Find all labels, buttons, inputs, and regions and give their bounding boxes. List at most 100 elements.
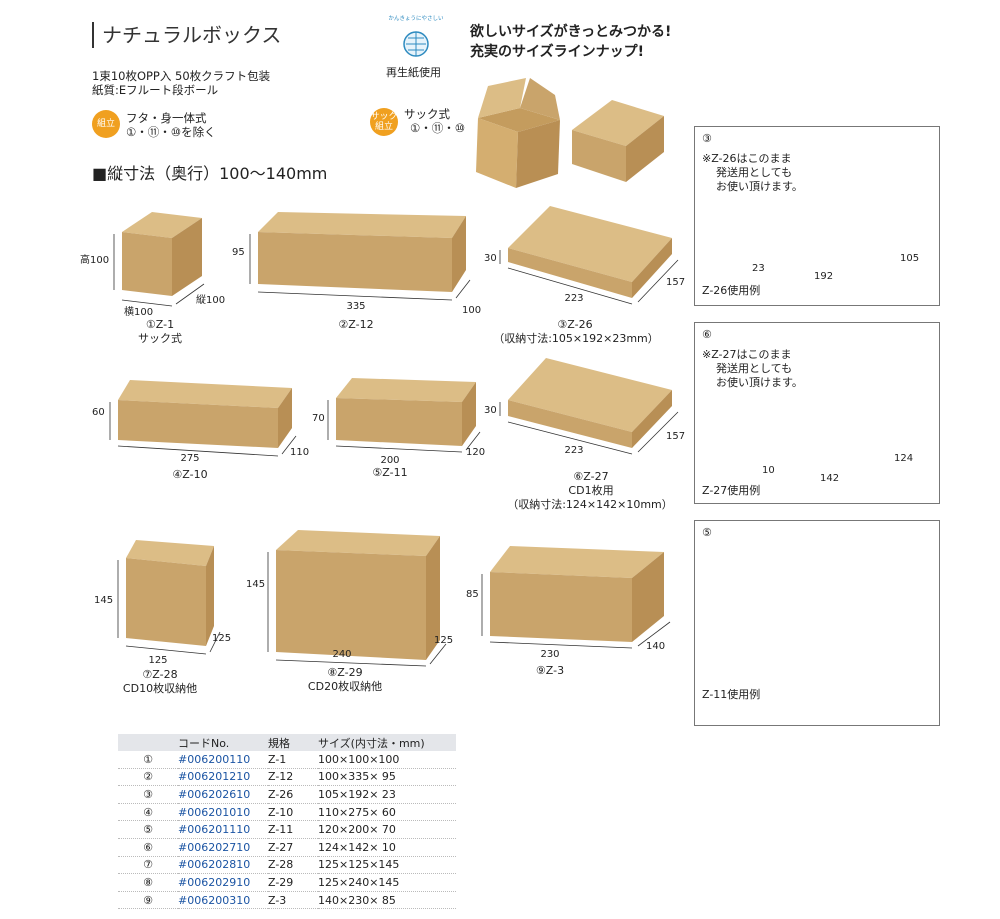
row-num: ⑥ [118, 838, 178, 857]
z27-sub2: （収納寸法:124×142×10mm） [507, 498, 673, 511]
row-standard: Z-28 [268, 856, 318, 875]
row-num: ③ [118, 785, 178, 804]
panel1-caption: Z-26使用例 [702, 284, 761, 297]
row-num: ⑧ [118, 873, 178, 892]
eco-globe-icon [394, 20, 438, 64]
headline-1: 欲しいサイズがきっとみつかる! [470, 24, 672, 40]
z29-depth: 125 [434, 635, 454, 646]
row-num: ⑤ [118, 820, 178, 839]
z27-usage-panel [694, 322, 940, 504]
panel1-d: 105 [900, 253, 920, 264]
z1-width: 横100 [124, 307, 154, 318]
z10-name: ④Z-10 [172, 468, 208, 481]
z3-height: 85 [466, 589, 479, 600]
z28-depth: 125 [212, 633, 232, 644]
row-standard: Z-29 [268, 873, 318, 892]
panel3-caption: Z-11使用例 [702, 688, 761, 701]
panel2-note3: お使い頂けます。 [716, 376, 803, 389]
row-standard: Z-10 [268, 803, 318, 822]
eco-label-arc: かんきょうにやさしい [388, 16, 444, 22]
z10-depth: 110 [290, 447, 310, 458]
z27-depth: 157 [666, 431, 686, 442]
row-num: ⑨ [118, 891, 178, 910]
dimension-lines [109, 234, 679, 667]
panel1-h: 23 [752, 263, 765, 274]
box-z12-image [258, 212, 466, 292]
row-num: ② [118, 768, 178, 787]
row-standard: Z-26 [268, 785, 318, 804]
col-header-num [118, 734, 178, 751]
panel2-d: 124 [894, 453, 914, 464]
row-standard: Z-12 [268, 768, 318, 787]
z27-sub: CD1枚用 [568, 484, 614, 497]
row-standard: Z-1 [268, 751, 318, 769]
assembly-note: ①・⑪・⑩を除く [126, 125, 216, 139]
z26-sub: （収納寸法:105×192×23mm） [493, 332, 659, 345]
row-size: 140×230× 85 [318, 891, 456, 910]
row-standard: Z-27 [268, 838, 318, 857]
material-info: 紙質:Eフルート段ボール [92, 83, 219, 97]
row-size: 100×335× 95 [318, 768, 456, 787]
z1-height: 高100 [80, 255, 110, 266]
z26-name: ③Z-26 [557, 318, 593, 331]
z11-depth: 120 [466, 447, 486, 458]
panel2-note2: 発送用としても [716, 362, 793, 375]
z11-width: 200 [380, 455, 400, 466]
row-code: #006201210 [178, 768, 268, 787]
z29-sub: CD20枚収納他 [307, 680, 383, 693]
row-code: #006201010 [178, 803, 268, 822]
z26-height: 30 [484, 253, 497, 264]
col-header-size: サイズ(内寸法・mm) [318, 734, 456, 751]
box-z28-image [126, 540, 214, 646]
z28-width: 125 [148, 655, 168, 666]
assembly-badge: 組立 [92, 110, 120, 138]
panel1-note3: お使い頂けます。 [716, 180, 803, 193]
row-size: 124×142× 10 [318, 838, 456, 857]
row-code: #006202610 [178, 785, 268, 804]
z29-width: 240 [332, 649, 352, 660]
eco-text: 再生紙使用 [386, 66, 441, 79]
z29-height: 145 [246, 579, 266, 590]
row-size: 125×240×145 [318, 873, 456, 892]
row-code: #006200310 [178, 891, 268, 910]
z11-height: 70 [312, 413, 325, 424]
row-num: ④ [118, 803, 178, 822]
sample-box-open [476, 78, 560, 188]
z26-depth: 157 [666, 277, 686, 288]
z1-sub: サック式 [138, 332, 182, 345]
z1-depth: 縦100 [196, 295, 226, 306]
row-size: 120×200× 70 [318, 820, 456, 839]
z28-height: 145 [94, 595, 114, 606]
panel1-w: 192 [814, 271, 834, 282]
box-z3-image [490, 546, 664, 642]
row-num: ⑦ [118, 856, 178, 875]
panel3-num: ⑤ [702, 526, 712, 539]
row-code: #006200110 [178, 751, 268, 769]
z29-name: ⑧Z-29 [327, 666, 363, 679]
z12-depth: 100 [462, 305, 482, 316]
z12-height: 95 [232, 247, 245, 258]
row-standard: Z-11 [268, 820, 318, 839]
row-code: #006202810 [178, 856, 268, 875]
panel2-num: ⑥ [702, 328, 712, 341]
z26-width: 223 [564, 293, 584, 304]
z10-height: 60 [92, 407, 105, 418]
z27-width: 223 [564, 445, 584, 456]
assembly-text: フタ・身一体式 [126, 111, 207, 125]
z3-name: ⑨Z-3 [535, 664, 565, 677]
row-code: #006202710 [178, 838, 268, 857]
box-z26-image [508, 206, 672, 298]
panel2-h: 10 [762, 465, 775, 476]
z27-name: ⑥Z-27 [573, 470, 609, 483]
panel1-note2: 発送用としても [716, 166, 793, 179]
z3-depth: 140 [646, 641, 666, 652]
